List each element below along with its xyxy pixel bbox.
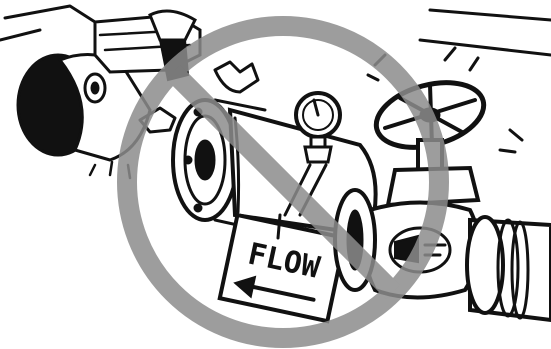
sign-hook (278, 215, 280, 238)
background-pipe (420, 10, 551, 55)
